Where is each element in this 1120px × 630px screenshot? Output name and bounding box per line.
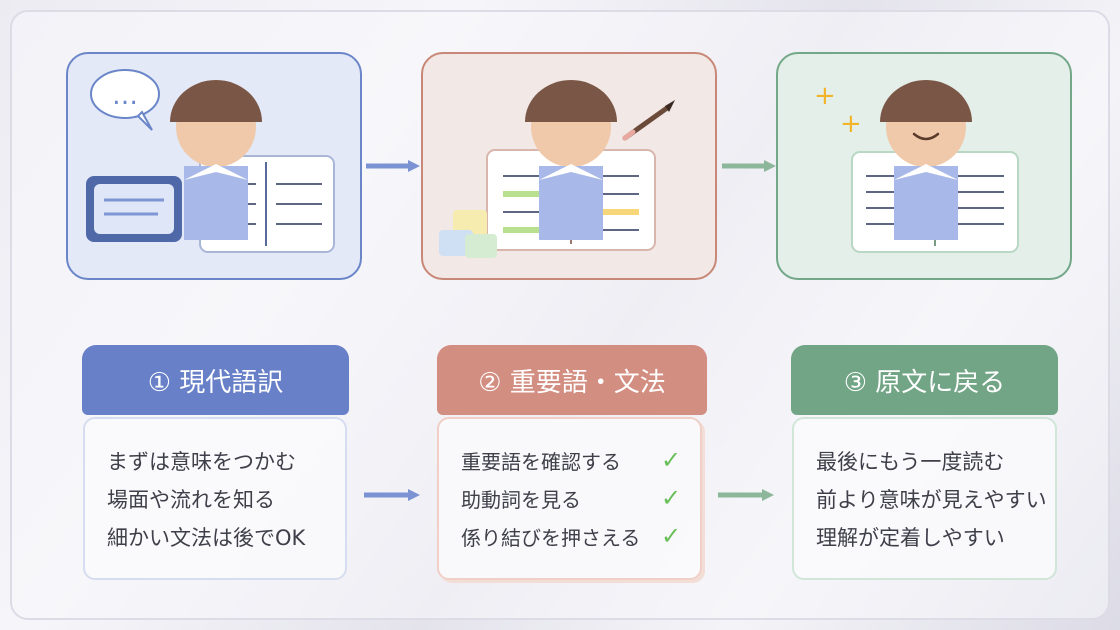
sparkle-icon: + +: [814, 81, 862, 139]
smiling-student-icon: [880, 80, 972, 240]
speech-bubble-icon: …: [90, 69, 160, 131]
step-2-line: 重要語を確認する ✓: [461, 446, 682, 474]
step-1-line: まずは意味をつかむ: [107, 450, 296, 474]
check-icon: ✓: [661, 446, 682, 474]
step-3-card: 最後にもう一度読む 前より意味が見えやすい 理解が定着しやすい: [792, 417, 1057, 580]
scene-grammar-illustration: [421, 52, 717, 280]
sticky-notes-icon: [439, 210, 497, 258]
pen-icon: [622, 100, 675, 141]
arrow-right-icon: [722, 160, 776, 172]
arrow-right-icon: [718, 489, 774, 501]
translation-card-icon: [86, 176, 182, 242]
arrow-right-icon: [366, 160, 420, 172]
step-2-line: 助動詞を見る ✓: [461, 484, 682, 512]
check-icon: ✓: [661, 484, 682, 512]
scene-translation-illustration: …: [66, 52, 362, 280]
step-1-line: 場面や流れを知る: [107, 488, 275, 512]
step-1-line: 細かい文法は後でOK: [107, 526, 306, 550]
svg-text:…: …: [112, 81, 138, 111]
check-icon: ✓: [661, 522, 682, 550]
student-icon: [525, 80, 617, 240]
step-1-card: まずは意味をつかむ 場面や流れを知る 細かい文法は後でOK: [83, 417, 347, 580]
step-3-line: 前より意味が見えやすい: [816, 488, 1047, 512]
svg-text:+: +: [840, 109, 862, 139]
step-2-title: ② 重要語・文法: [437, 345, 707, 415]
scene-reread-illustration: + +: [776, 52, 1072, 280]
step-3-line: 理解が定着しやすい: [816, 526, 1005, 550]
svg-text:+: +: [814, 81, 836, 111]
arrow-right-icon: [364, 489, 420, 501]
step-1-title: ① 現代語訳: [82, 345, 349, 415]
step-2-line: 係り結びを押さえる ✓: [461, 522, 682, 550]
student-icon: [170, 80, 262, 240]
step-2-card: 重要語を確認する ✓ 助動詞を見る ✓ 係り結びを押さえる ✓: [437, 417, 702, 580]
step-3-title: ③ 原文に戻る: [791, 345, 1058, 415]
step-3-line: 最後にもう一度読む: [816, 450, 1005, 474]
